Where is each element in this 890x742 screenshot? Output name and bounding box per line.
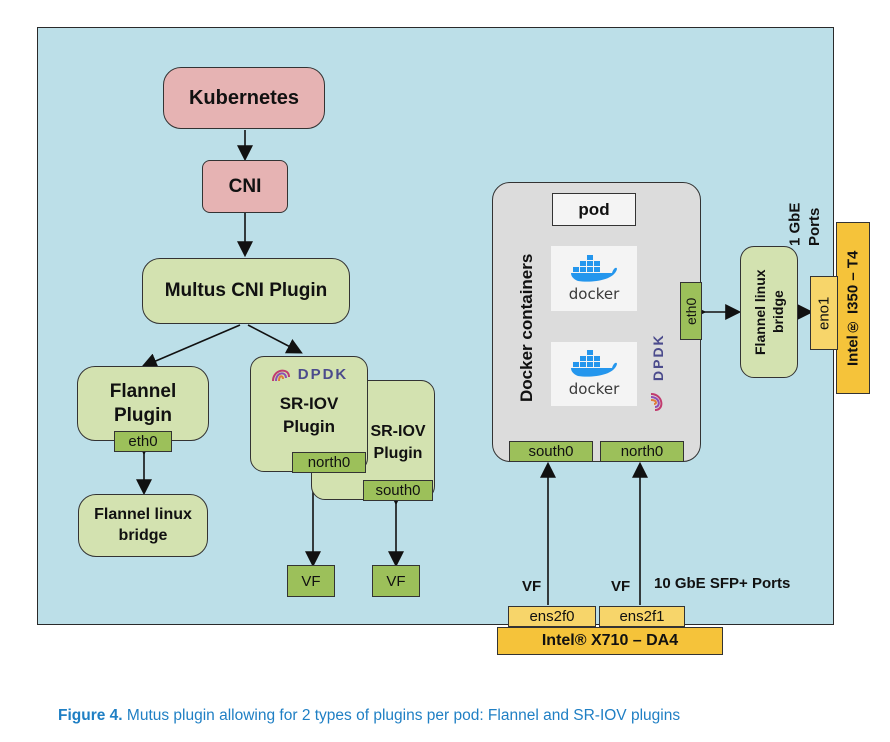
eno1-port: eno1 bbox=[810, 276, 838, 350]
intel-i350-t4-box: Intel® I350 – T4 bbox=[836, 222, 870, 394]
south0-port-pod: south0 bbox=[509, 441, 593, 462]
vf-label-1: VF bbox=[522, 578, 542, 595]
south0-port-left: south0 bbox=[363, 480, 433, 501]
figure-caption: Figure 4. Mutus plugin allowing for 2 ty… bbox=[58, 707, 680, 725]
dpdk-logo-pod: DPDK bbox=[645, 325, 675, 417]
docker-whale-icon bbox=[571, 350, 617, 377]
pod-label-box: pod bbox=[552, 193, 636, 226]
north0-port-pod: north0 bbox=[600, 441, 684, 462]
flannel-eth0-port: eth0 bbox=[114, 431, 172, 452]
dpdk-logo-text: DPDK bbox=[650, 333, 666, 381]
docker-word: docker bbox=[568, 380, 620, 398]
ens2f0-port: ens2f0 bbox=[508, 606, 596, 627]
figure-caption-text: Mutus plugin allowing for 2 types of plu… bbox=[122, 707, 681, 724]
sfp-ports-label: 10 GbE SFP+ Ports bbox=[654, 575, 791, 592]
flannel-linux-bridge-left: Flannel linux bridge bbox=[78, 494, 208, 557]
dpdk-swirl-icon bbox=[271, 369, 290, 382]
kubernetes-box: Kubernetes bbox=[163, 67, 325, 129]
dpdk-swirl-icon bbox=[650, 393, 663, 411]
flannel-plugin-box: Flannel Plugin bbox=[77, 366, 209, 441]
vf-label-2: VF bbox=[611, 578, 631, 595]
gbe-ports-label: 1 GbE Ports bbox=[786, 202, 824, 246]
figure-number: Figure 4. bbox=[58, 707, 123, 724]
vf-box-left-1: VF bbox=[287, 565, 335, 597]
docker-word: docker bbox=[568, 284, 620, 303]
pod-eth0-port: eth0 bbox=[680, 282, 702, 340]
cni-box: CNI bbox=[202, 160, 288, 213]
docker-containers-label: Docker containers bbox=[517, 253, 536, 403]
arrow-multus-sriov bbox=[247, 324, 303, 354]
north0-port-left: north0 bbox=[292, 452, 366, 473]
arrow-multus-flannel bbox=[141, 324, 241, 369]
docker-whale-icon bbox=[571, 254, 617, 282]
sriov-plugin-front-label: SR-IOV Plugin bbox=[279, 394, 339, 436]
dpdk-logo-text: DPDK bbox=[297, 365, 349, 383]
multus-cni-plugin-box: Multus CNI Plugin bbox=[142, 258, 350, 324]
docker-logo-2: docker bbox=[551, 342, 637, 406]
docker-logo-1: docker bbox=[551, 246, 637, 311]
ens2f1-port: ens2f1 bbox=[599, 606, 685, 627]
flannel-linux-bridge-right: Flannel linux bridge bbox=[740, 246, 798, 378]
dpdk-logo: DPDK bbox=[270, 363, 349, 385]
vf-box-left-2: VF bbox=[372, 565, 420, 597]
intel-x710-da4-box: Intel® X710 – DA4 bbox=[497, 627, 723, 655]
